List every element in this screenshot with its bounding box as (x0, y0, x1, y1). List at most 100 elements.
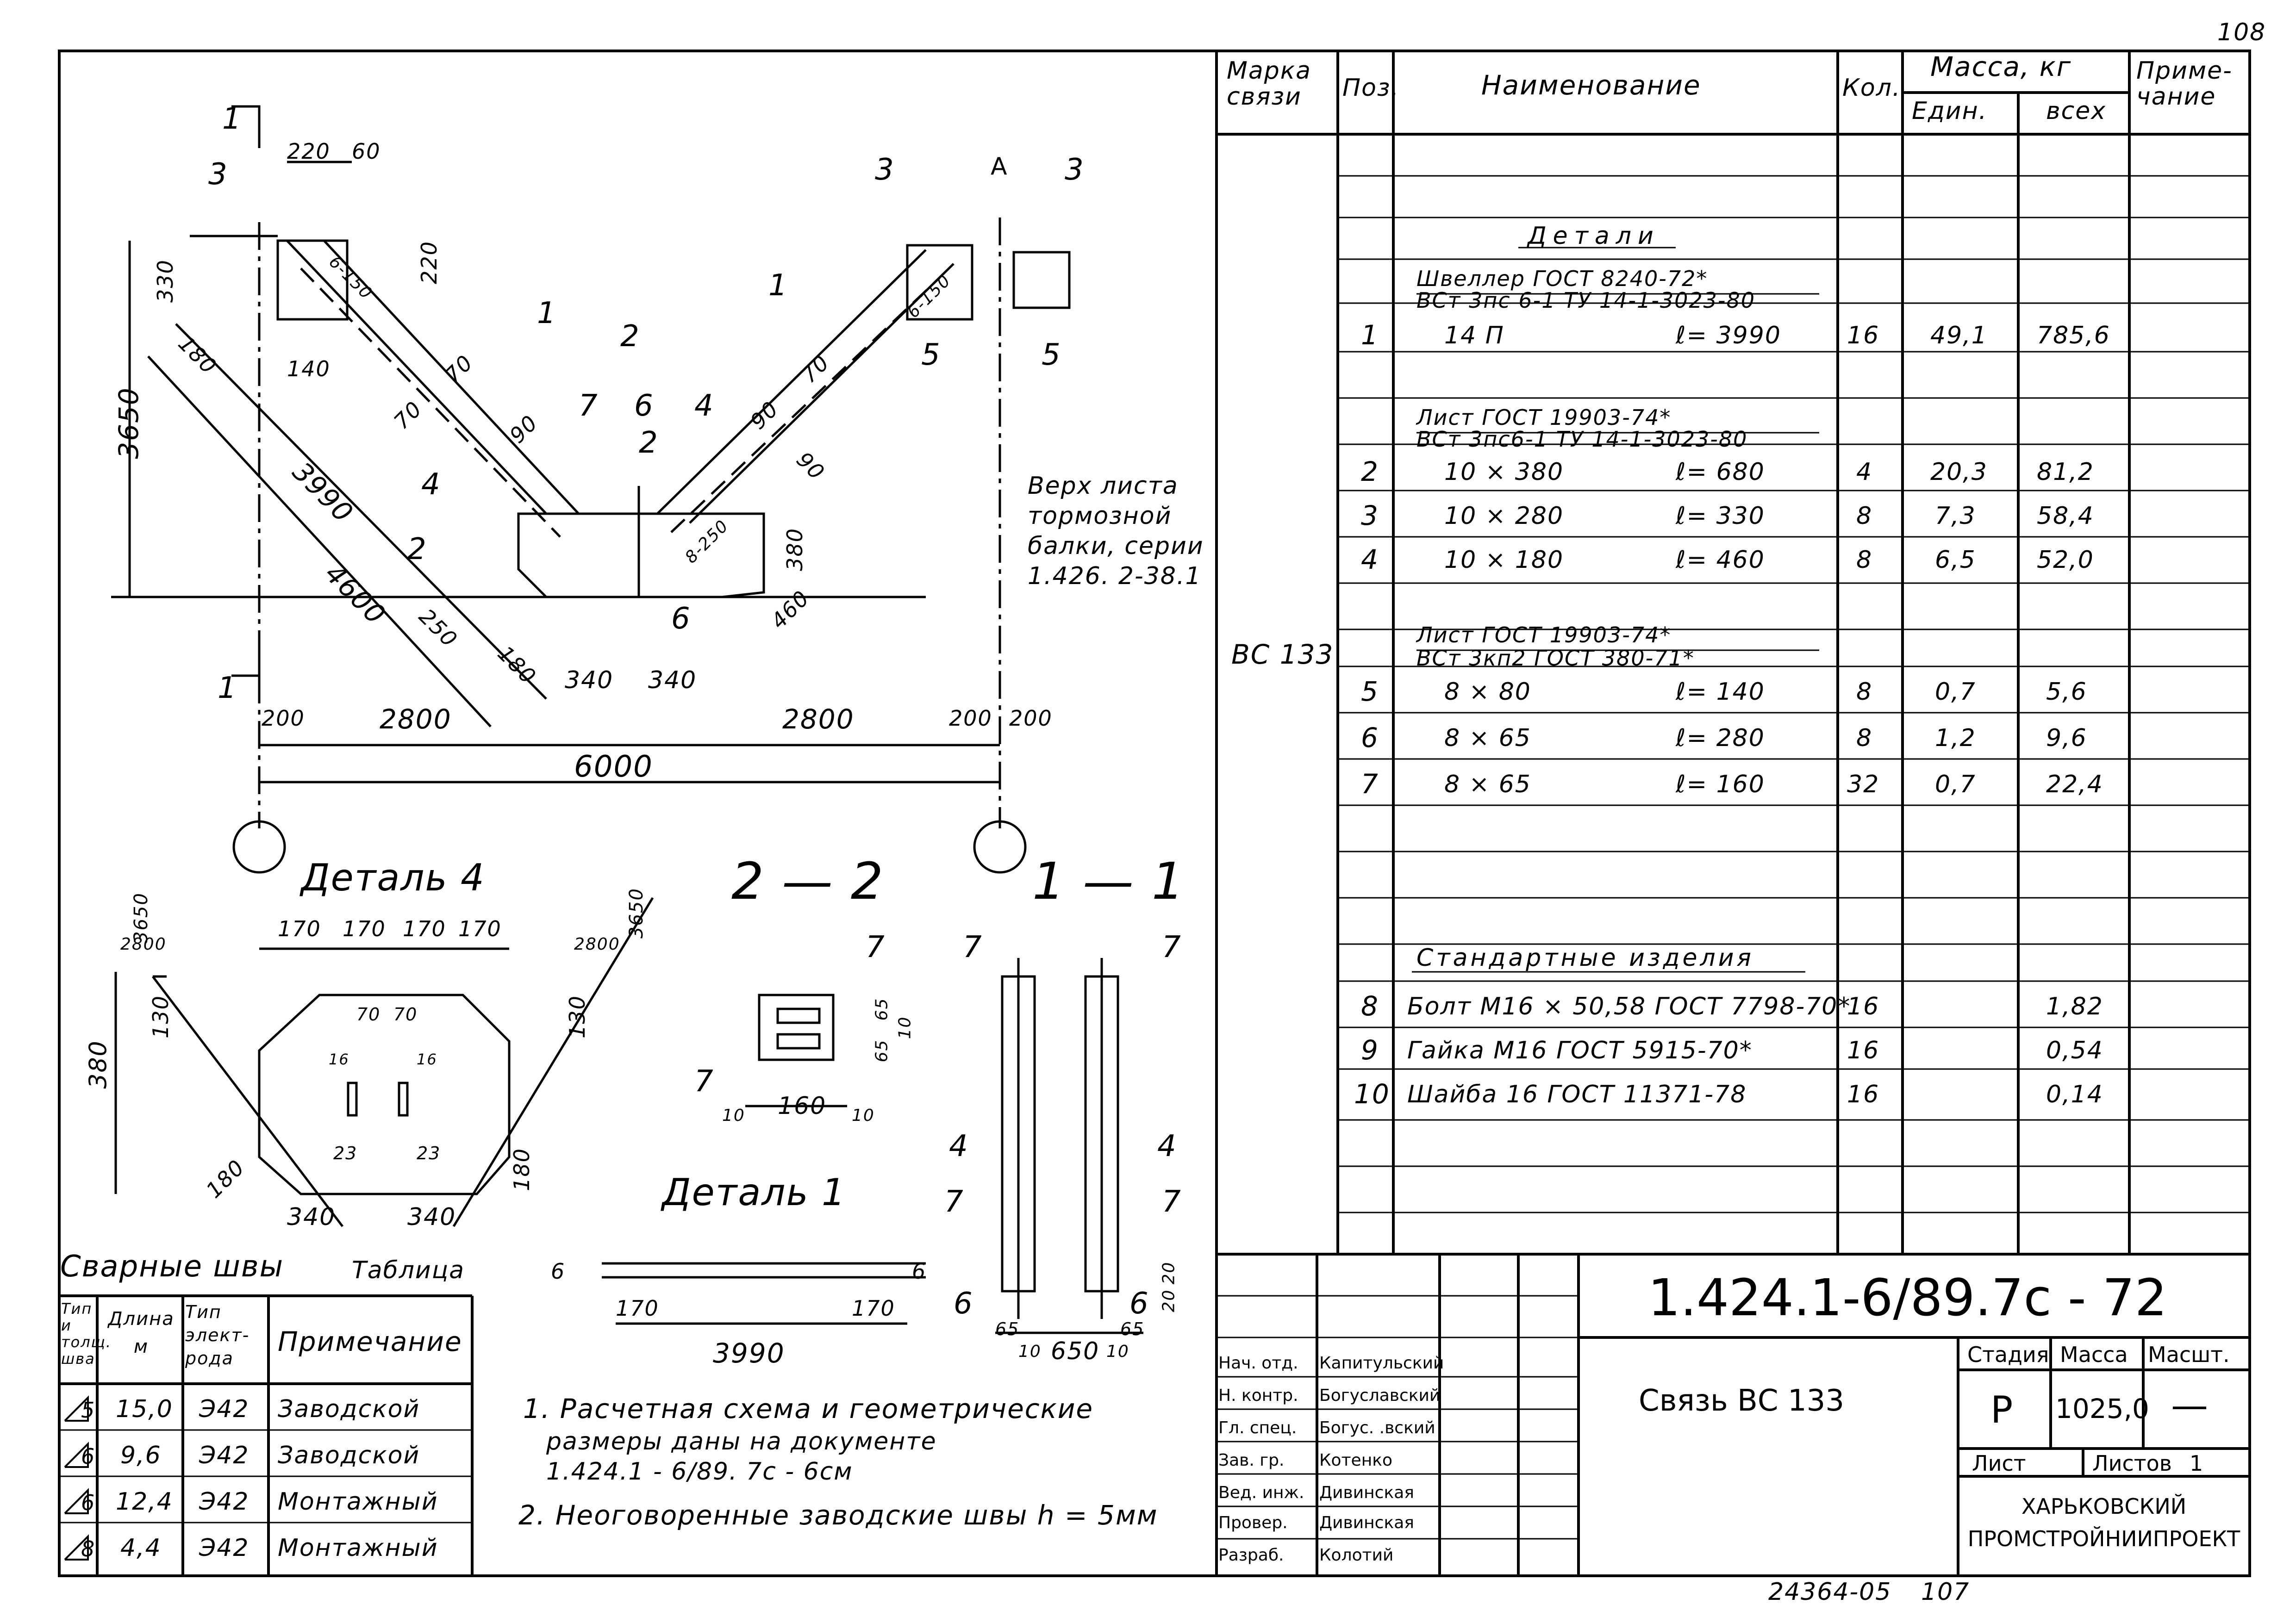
section-standard: Стандартные изделия (1416, 944, 1754, 972)
detail1-dim: 170 (616, 1296, 659, 1321)
row-name: 8 × 80 (1444, 678, 1531, 706)
row-qty: 32 (1847, 771, 1880, 798)
row-total: 81,2 (2037, 458, 2094, 486)
callout-5-right: 5 (1042, 338, 1061, 372)
row-name: 10 × 280 (1444, 502, 1564, 530)
dim-200-left: 200 (262, 706, 305, 731)
callout-4-right: 4 (694, 389, 714, 423)
section11-dim: 65 (1120, 1319, 1145, 1339)
dim-140: 140 (287, 356, 331, 381)
mass-value: 1025,0 (2055, 1393, 2149, 1424)
group1-title: Швеллер ГОСТ 8240-72* (1416, 266, 1708, 291)
sheets-label: Листов (2092, 1451, 2172, 1476)
section22-callout-7a: 7 (866, 930, 886, 964)
callout-7: 7 (579, 389, 599, 423)
dim-380: 380 (782, 528, 807, 571)
header-qty: Кол. (1842, 74, 1901, 102)
dim-2800-right: 2800 (782, 703, 855, 735)
weld-table-title: Сварные швы (60, 1250, 284, 1284)
row-unit: 6,5 (1935, 546, 1976, 574)
role: Разраб. (1218, 1546, 1284, 1565)
section22-dim: 10 (722, 1106, 745, 1125)
row-pos: 4 (1361, 544, 1379, 575)
sheet-label: Лист (1972, 1451, 2026, 1476)
row-unit: 7,3 (1935, 502, 1976, 530)
callout-2: 2 (639, 426, 659, 460)
weld-length: 15,0 (116, 1395, 173, 1423)
row-pos: 8 (1361, 990, 1379, 1022)
section11-callout-7d: 7 (1162, 1185, 1182, 1219)
weld-note: Заводской (278, 1442, 420, 1469)
weld-length: 9,6 (120, 1442, 162, 1469)
weld-length: 12,4 (116, 1488, 173, 1516)
row-total: 1,82 (2046, 993, 2103, 1020)
weld-note: Монтажный (278, 1488, 438, 1516)
scale-label: Масшт. (2148, 1342, 2230, 1367)
weld-type: 8 (81, 1536, 96, 1561)
group3-title: Лист ГОСТ 19903-74* (1416, 622, 1672, 647)
row-len: ℓ= 330 (1676, 502, 1765, 530)
weld-type: 6 (81, 1490, 96, 1515)
row-len: ℓ= 460 (1676, 546, 1765, 574)
callout-4-left: 4 (421, 467, 441, 502)
callout-3-left: 3 (208, 157, 228, 192)
detail1-dim: 170 (852, 1296, 895, 1321)
row-name: Болт М16 × 50,58 ГОСТ 7798-70* (1407, 993, 1851, 1020)
top-label-2: тормозной (1028, 502, 1172, 530)
row-pos: 3 (1361, 500, 1379, 531)
detail4-dim: 170 (343, 916, 386, 941)
group2-title: Лист ГОСТ 19903-74* (1416, 405, 1672, 430)
detail1-dim: 3990 (713, 1337, 785, 1369)
person: Богуславский (1319, 1386, 1441, 1405)
callout-6-bottom: 6 (671, 602, 691, 636)
row-total: 52,0 (2037, 546, 2094, 574)
dim-340-left: 340 (565, 666, 614, 694)
section11-dim: 10 (1018, 1342, 1042, 1361)
row-total: 58,4 (2037, 502, 2094, 530)
detail4-dim: 3650 (625, 888, 647, 939)
section22-dim: 160 (778, 1092, 827, 1120)
detail4-dim: 23 (333, 1143, 358, 1163)
weld-type: 6 (81, 1444, 96, 1469)
person: Дивинская (1319, 1483, 1414, 1502)
section-mark-2-left: 2 (407, 532, 427, 566)
sheet-page-bottom: 107 (1921, 1578, 1970, 1606)
row-unit: 0,7 (1935, 771, 1976, 798)
section-mark-2-top: 2 (620, 319, 640, 354)
weld-table-word: Таблица (352, 1256, 465, 1284)
row-total: 9,6 (2046, 724, 2087, 752)
drawing-code: 1.424.1-6/89.7с - 72 (1648, 1268, 2167, 1327)
row-qty: 8 (1856, 546, 1873, 574)
person: Капитульский (1319, 1354, 1444, 1373)
row-pos: 6 (1361, 722, 1379, 753)
dim-220-side: 220 (416, 241, 442, 284)
section11-callout-4a: 4 (949, 1129, 969, 1163)
section-mark-1-top: 1 (222, 102, 242, 136)
section11-title: 1 — 1 (1032, 852, 1185, 911)
group2-sub: ВСт 3пс6-1 ТУ 14-1-3023-80 (1416, 427, 1748, 452)
section11-callout-6b: 6 (1129, 1287, 1149, 1321)
row-qty: 8 (1856, 724, 1873, 752)
stage-label: Стадия (1967, 1342, 2049, 1367)
section11-callout-7b: 7 (1162, 930, 1182, 964)
row-len: ℓ= 3990 (1676, 322, 1781, 349)
row-name: 10 × 380 (1444, 458, 1564, 486)
row-qty: 16 (1847, 993, 1880, 1020)
section11-callout-7a: 7 (963, 930, 983, 964)
section11-dim: 20 (1159, 1261, 1179, 1285)
top-label-4: 1.426. 2-38.1 (1028, 562, 1202, 590)
section11-dim: 65 (995, 1319, 1020, 1339)
row-len: ℓ= 280 (1676, 724, 1765, 752)
role: Н. контр. (1218, 1386, 1298, 1405)
row-name: Шайба 16 ГОСТ 11371-78 (1407, 1081, 1747, 1108)
person: Богус. .вский (1319, 1418, 1435, 1437)
callout-6-top: 6 (634, 389, 654, 423)
row-unit: 1,2 (1935, 724, 1976, 752)
weld-type: 5 (81, 1398, 96, 1423)
detail4-dim: 170 (458, 916, 502, 941)
row-name: 8 × 65 (1444, 724, 1531, 752)
row-total: 785,6 (2037, 322, 2110, 349)
header-mass-unit: Един. (1912, 97, 1988, 125)
callout-3-right: 3 (1065, 153, 1085, 187)
